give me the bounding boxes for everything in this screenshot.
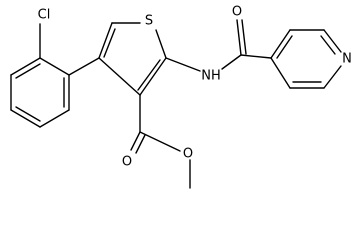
bond-pyridine-1 [270,29,291,59]
atom-label-ester-carbonyl-oxygen: O [122,155,132,170]
bond-benzene-1 [39,57,70,76]
bond-thiophene-c4-c5-inner [103,28,116,58]
bond-ester-c-o-single [139,131,181,152]
bond-carbonyl-c-o-2 [241,19,247,55]
bond-thiophene-s-c2 [155,29,167,59]
bond-thiophene-c2-c3 [139,57,167,96]
chemical-structure-diagram: Cl S NH O N O O [10,5,352,189]
atom-label-sulfur: S [145,14,153,29]
atom-label-amide-oxygen: O [232,5,242,20]
bond-pyridine-1-inner [276,35,293,59]
atom-label-ester-ether-oxygen: O [183,147,193,162]
bond-benzene-3 [39,109,70,128]
bond-c2-nh [165,57,201,72]
bond-benzene-6-inner [15,63,41,79]
atom-labels: Cl S NH O N O O [38,5,352,170]
bond-benzene-4-inner [15,106,41,122]
bond-pyridine-3-inner [320,35,336,55]
bond-aryl-thiophene [68,57,100,76]
bond-carbonyl-c-pyridine [240,54,272,59]
bond-thiophene-c4-c5 [98,22,113,59]
bond-benzene-4 [10,109,41,128]
bonds [10,19,342,189]
atom-label-chlorine: Cl [38,8,51,23]
bond-ester-c-o-double-1 [130,131,141,151]
atom-label-pyridine-nitrogen: N [342,52,352,67]
bond-pyridine-4 [323,65,342,89]
bond-pyridine-6 [270,57,291,89]
atom-label-amide-nh: NH [201,69,221,84]
bond-thiophene-c2-c3-inner [137,59,161,91]
bond-benzene-6 [10,57,41,76]
bond-nh-carbonyl-c [221,54,242,70]
bond-ester-c-o-double-2 [135,134,146,154]
bond-thiophene-c3-c4 [98,57,141,96]
bond-carbonyl-c-o-1 [236,19,242,56]
bond-pyridine-3 [323,29,342,53]
